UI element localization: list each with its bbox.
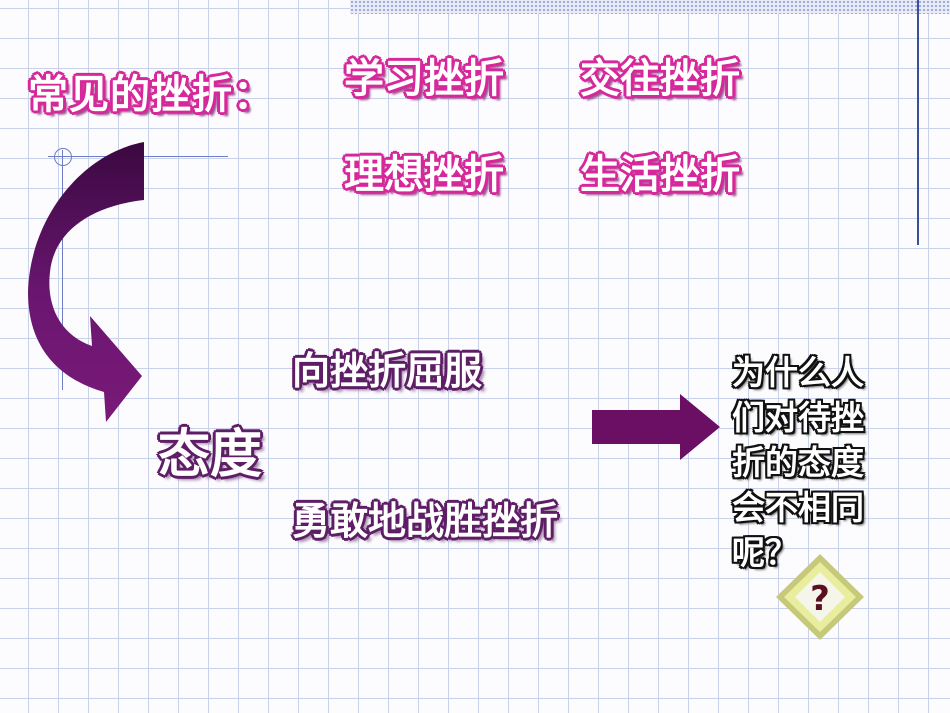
crosshair-circle (54, 148, 72, 166)
option-overcome: 勇敢地战胜挫折 (292, 499, 559, 543)
category-study: 学习挫折 (344, 56, 504, 102)
attitude-label: 态度 (158, 425, 263, 485)
category-ideal: 理想挫折 (344, 152, 504, 198)
crosshair-vertical (62, 150, 63, 390)
question-diamond-icon: ? (776, 554, 864, 640)
dotted-top-band (350, 0, 950, 14)
question-text: 为什么人们对待挫折的态度会不相同呢？ (732, 353, 864, 572)
vertical-rule (917, 0, 919, 245)
right-arrow-icon (592, 394, 720, 460)
curved-arrow-icon (28, 142, 144, 422)
category-social: 交往挫折 (580, 56, 740, 102)
category-life: 生活挫折 (580, 152, 740, 198)
option-surrender: 向挫折屈服 (292, 349, 483, 393)
heading: 常见的挫折： (28, 72, 274, 118)
question-glyph: ? (810, 579, 830, 619)
